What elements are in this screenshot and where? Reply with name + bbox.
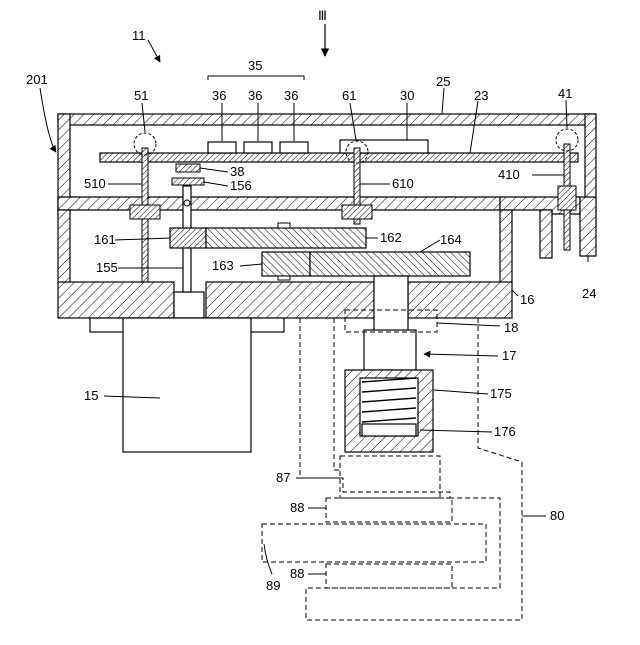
label-35: 35: [248, 58, 262, 73]
label-11: 11: [132, 28, 146, 43]
label-155: 155: [96, 260, 118, 275]
label-88-upper: 88: [290, 500, 304, 515]
label-36-b: 36: [248, 88, 262, 103]
label-36-a: 36: [212, 88, 226, 103]
label-156: 156: [230, 178, 252, 193]
label-175: 175: [490, 386, 512, 401]
label-17: 17: [502, 348, 516, 363]
label-88-lower: 88: [290, 566, 304, 581]
label-25: 25: [436, 74, 450, 89]
label-162: 162: [380, 230, 402, 245]
label-38: 38: [230, 164, 244, 179]
label-410: 410: [498, 167, 520, 182]
label-16: 16: [520, 292, 534, 307]
section-mark: Ⅲ: [318, 8, 327, 56]
label-87: 87: [276, 470, 290, 485]
label-161: 161: [94, 232, 116, 247]
section-mark-label: Ⅲ: [318, 8, 327, 23]
label-15: 15: [84, 388, 98, 403]
label-201: 201: [26, 72, 48, 87]
label-176: 176: [494, 424, 516, 439]
label-18: 18: [504, 320, 518, 335]
label-41: 41: [558, 86, 572, 101]
motor: [90, 318, 284, 452]
label-30: 30: [400, 88, 414, 103]
label-24: 24: [582, 286, 596, 301]
label-164: 164: [440, 232, 462, 247]
label-61: 61: [342, 88, 356, 103]
label-163: 163: [212, 258, 234, 273]
label-510: 510: [84, 176, 106, 191]
label-23: 23: [474, 88, 488, 103]
label-80: 80: [550, 508, 564, 523]
label-89: 89: [266, 578, 280, 593]
label-36-c: 36: [284, 88, 298, 103]
label-51: 51: [134, 88, 148, 103]
label-610: 610: [392, 176, 414, 191]
